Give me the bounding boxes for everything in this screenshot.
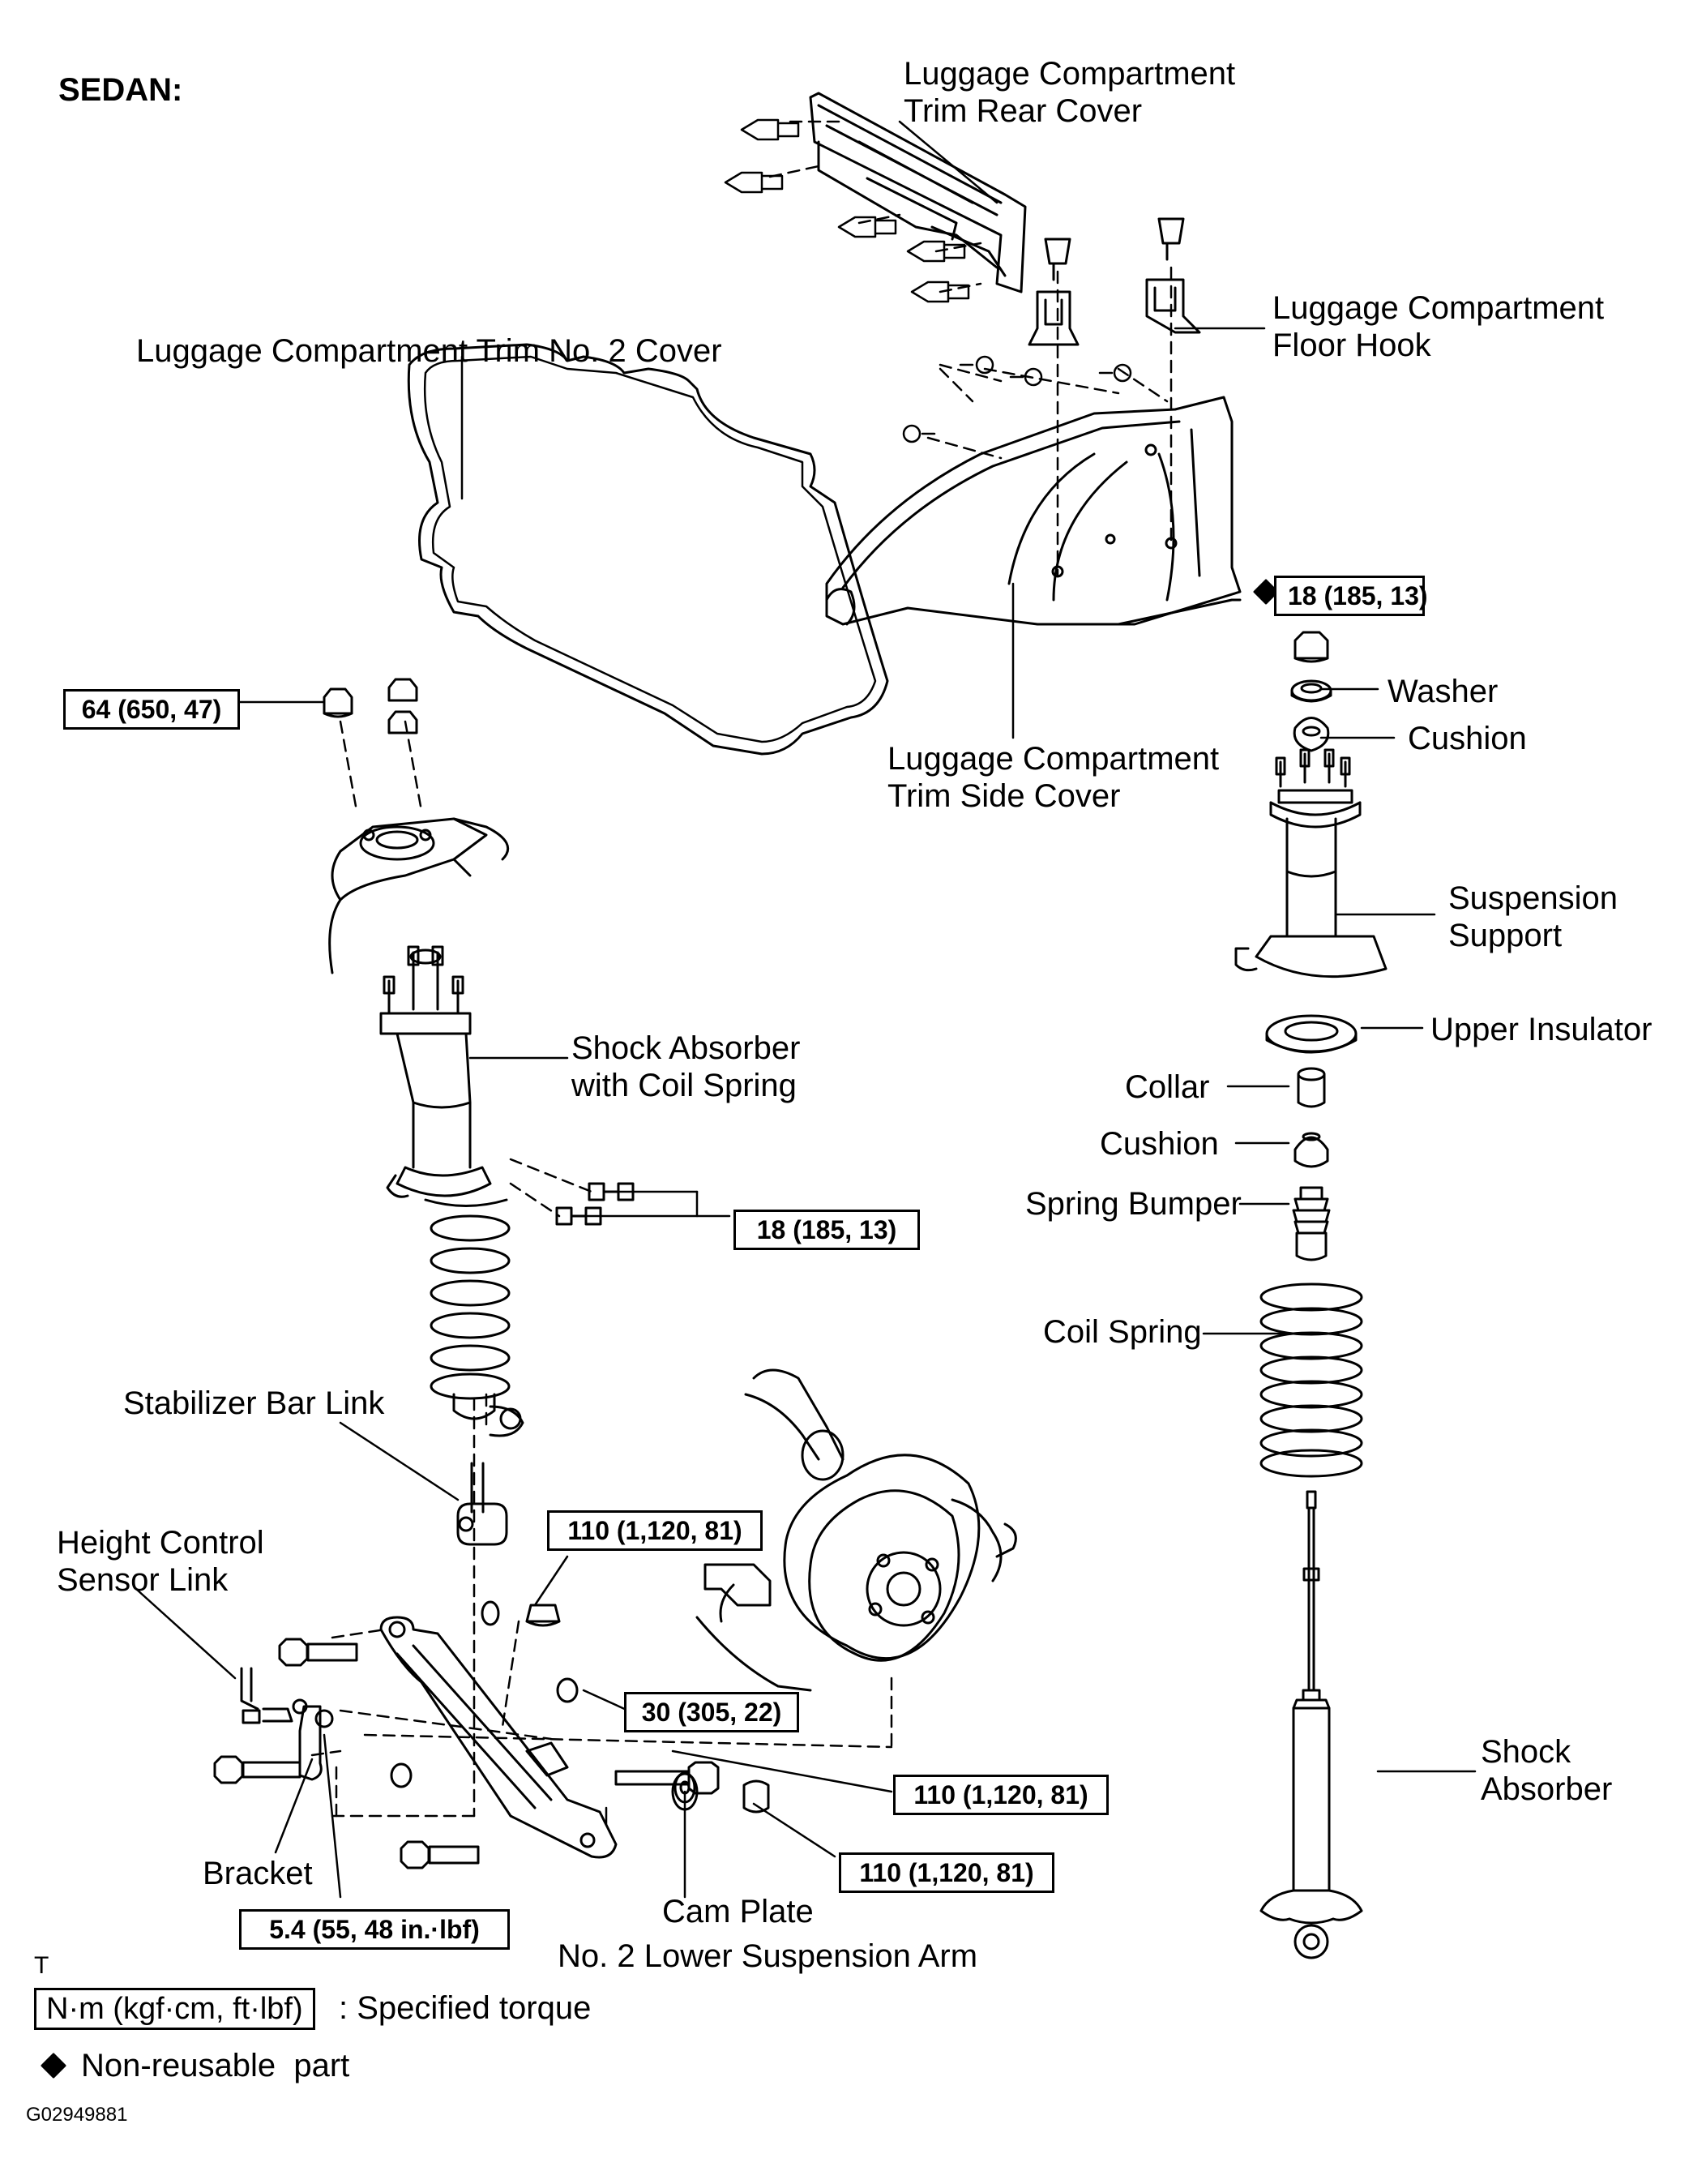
trim-no2-cover: [407, 343, 889, 756]
label-trim-no2-cover: Luggage Compartment Trim No. 2 Cover: [136, 333, 722, 369]
floor-hooks: [1028, 217, 1201, 346]
trim-rear-cover: [809, 92, 1027, 293]
page-title: SEDAN:: [58, 72, 183, 108]
figure-id: G02949881: [26, 2104, 128, 2126]
support-nut: [1293, 631, 1329, 663]
cushion-upper-part: [1293, 717, 1330, 752]
label-shock-absorber: Shock Absorber: [1481, 1734, 1613, 1807]
label-shock-with-spring: Shock Absorber with Coil Spring: [571, 1030, 801, 1103]
label-upper-insulator: Upper Insulator: [1430, 1012, 1653, 1047]
torque-arm-nut-1: 110 (1,120, 81): [547, 1510, 763, 1551]
shock-absorber-part: [1259, 1490, 1363, 1959]
label-bracket: Bracket: [203, 1856, 313, 1891]
label-cushion-lower: Cushion: [1100, 1126, 1219, 1162]
label-cam-plate: Cam Plate: [662, 1894, 814, 1929]
strut-lower-bolts: [555, 1182, 635, 1226]
upper-mount-nuts: [323, 678, 418, 734]
label-coil-spring: Coil Spring: [1043, 1314, 1202, 1350]
upper-insulator-part: [1265, 1014, 1358, 1054]
label-floor-hook: Luggage Compartment Floor Hook: [1272, 290, 1605, 363]
label-washer: Washer: [1388, 674, 1499, 709]
spring-bumper-part: [1292, 1186, 1331, 1261]
torque-arm-nut-2: 110 (1,120, 81): [839, 1852, 1054, 1893]
legend-nonreusable-text: Non-reusable part: [81, 2048, 350, 2083]
body-mount-panel: [328, 817, 510, 974]
arm-bolts: [213, 1638, 720, 1869]
label-height-sensor-link: Height Control Sensor Link: [57, 1525, 264, 1598]
label-trim-rear-cover: Luggage Compartment Trim Rear Cover: [904, 56, 1236, 129]
strut-assembly: [379, 945, 524, 1437]
arm-nuts: [390, 1600, 770, 1814]
torque-stab-nut: 30 (305, 22): [624, 1692, 799, 1732]
side-cover-clips: [902, 355, 1132, 443]
torque-bracket: 5.4 (55, 48 in.·lbf): [239, 1909, 510, 1950]
axle-carrier-part: [695, 1368, 1017, 1692]
torque-upper-nuts: 64 (650, 47): [63, 689, 240, 730]
label-suspension-support: Suspension Support: [1448, 880, 1618, 953]
collar-part: [1297, 1067, 1326, 1108]
t-mark: T: [34, 1952, 49, 1979]
trim-clips: [724, 118, 970, 303]
torque-arm-bolt: 110 (1,120, 81): [893, 1775, 1109, 1815]
alignment-lines: [310, 120, 1173, 1818]
cushion-lower-part: [1293, 1132, 1329, 1168]
label-spring-bumper: Spring Bumper: [1025, 1186, 1242, 1222]
bracket-part: [298, 1705, 334, 1781]
torque-lower-bolts: 18 (185, 13): [733, 1210, 920, 1250]
trim-side-cover: [825, 396, 1242, 626]
legend-torque-text: : Specified torque: [339, 1990, 592, 2026]
cam-plate-part: [671, 1772, 699, 1811]
legend-torque-box: N·m (kgf·cm, ft·lbf): [34, 1988, 315, 2030]
leader-lines: [135, 120, 1477, 1899]
stabilizer-link-part: [456, 1462, 508, 1546]
legend-diamond: [41, 2053, 66, 2079]
label-collar: Collar: [1125, 1069, 1210, 1105]
label-stabilizer-link: Stabilizer Bar Link: [123, 1385, 385, 1421]
label-trim-side-cover: Luggage Compartment Trim Side Cover: [887, 741, 1220, 814]
suspension-support-part: [1234, 748, 1388, 979]
label-lower-arm: No. 2 Lower Suspension Arm: [558, 1938, 978, 1974]
height-sensor-link-part: [240, 1667, 308, 1724]
torque-support-nut: 18 (185, 13): [1274, 576, 1428, 616]
washer-part: [1290, 679, 1332, 703]
coil-spring-part: [1259, 1283, 1363, 1478]
label-cushion-upper: Cushion: [1408, 721, 1527, 756]
lower-arm-part: [379, 1616, 618, 1859]
